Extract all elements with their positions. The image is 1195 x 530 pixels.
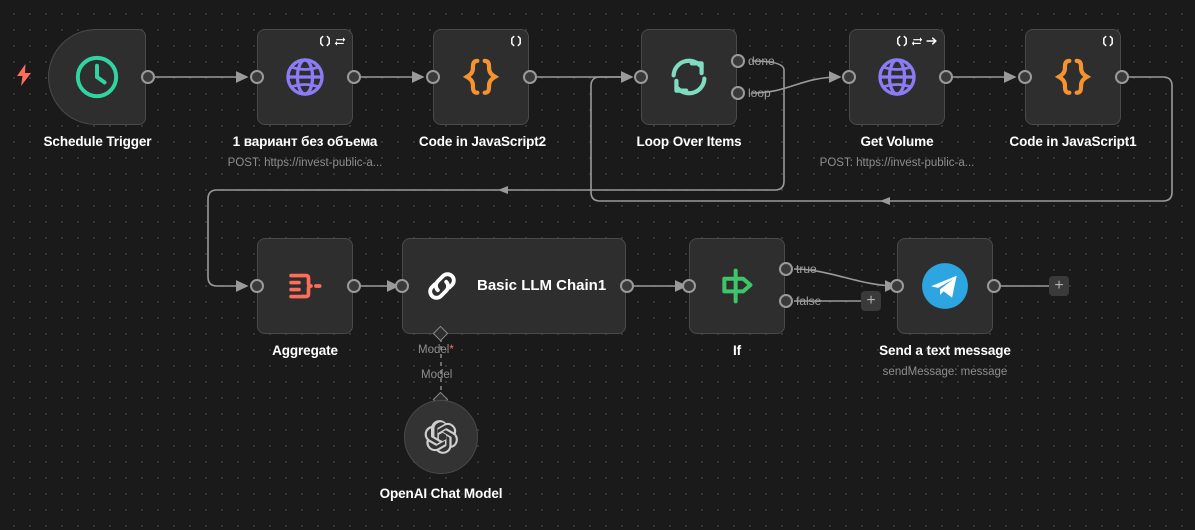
port-input-if[interactable] <box>682 279 696 293</box>
port-output-schedule-trigger[interactable] <box>141 70 155 84</box>
node-header-icons <box>896 35 938 47</box>
label-aggregate: Aggregate <box>272 343 338 358</box>
port-input-send-a-text-message[interactable] <box>890 279 904 293</box>
execute-once-icon[interactable] <box>1102 35 1114 47</box>
port-input-basic-llm-chain[interactable] <box>395 279 409 293</box>
label-model-required: Model* <box>418 344 454 356</box>
label-openai-chat-model: OpenAI Chat Model <box>379 486 503 501</box>
execute-once-icon[interactable] <box>896 35 908 47</box>
openai-icon <box>424 420 458 454</box>
subtitle-http-variant-no-volume: POST: https://invest-public-a... <box>227 157 383 169</box>
add-node-button-after-telegram[interactable]: + <box>1049 276 1069 296</box>
node-schedule-trigger[interactable] <box>48 29 146 125</box>
node-code-in-javascript-2[interactable] <box>433 29 529 125</box>
label-get-volume: Get Volume <box>860 134 934 149</box>
port-output-false[interactable] <box>779 294 793 308</box>
port-input-loop-over-items[interactable] <box>634 70 648 84</box>
port-output-loop[interactable] <box>731 86 745 100</box>
node-aggregate[interactable] <box>257 238 353 334</box>
port-input-http-variant[interactable] <box>250 70 264 84</box>
port-output-http-variant[interactable] <box>347 70 361 84</box>
label-basic-llm-chain-inline: Basic LLM Chain1 <box>477 276 607 294</box>
clock-icon <box>75 55 119 99</box>
port-output-send-a-text-message[interactable] <box>987 279 1001 293</box>
globe-icon <box>878 58 916 96</box>
node-if[interactable] <box>689 238 785 334</box>
node-http-variant-no-volume[interactable] <box>257 29 353 125</box>
node-header-icons <box>319 35 346 47</box>
add-node-button-if-false[interactable]: + <box>861 291 881 311</box>
node-openai-chat-model[interactable] <box>404 400 478 474</box>
port-input-get-volume[interactable] <box>842 70 856 84</box>
label-http-variant-no-volume: 1 вариант без объема <box>232 134 378 149</box>
port-output-done[interactable] <box>731 54 745 68</box>
execute-once-icon[interactable] <box>319 35 331 47</box>
code-braces-icon <box>462 58 500 95</box>
port-output-basic-llm-chain[interactable] <box>620 279 634 293</box>
label-if: If <box>732 343 742 358</box>
label-send-a-text-message: Send a text message <box>879 343 1011 358</box>
label-schedule-trigger: Schedule Trigger <box>43 134 152 149</box>
arrow-right-icon[interactable] <box>926 35 938 47</box>
trigger-bolt-icon <box>16 64 32 90</box>
signpost-icon <box>722 268 753 304</box>
chain-link-icon <box>428 272 456 300</box>
port-input-code-1[interactable] <box>1018 70 1032 84</box>
port-label-true: true <box>796 262 817 276</box>
node-code-in-javascript-1[interactable] <box>1025 29 1121 125</box>
code-braces-icon <box>1054 58 1092 95</box>
node-send-a-text-message[interactable] <box>897 238 993 334</box>
port-label-loop: loop <box>748 86 771 100</box>
port-label-false: false <box>796 294 822 308</box>
label-code-in-javascript-1: Code in JavaScript1 <box>1009 134 1137 149</box>
port-output-aggregate[interactable] <box>347 279 361 293</box>
subtitle-send-a-text-message: sendMessage: message <box>882 366 1008 378</box>
port-output-code-2[interactable] <box>523 70 537 84</box>
port-output-get-volume[interactable] <box>939 70 953 84</box>
execute-once-icon[interactable] <box>510 35 522 47</box>
node-get-volume[interactable] <box>849 29 945 125</box>
node-basic-llm-chain-1[interactable]: Basic LLM Chain1 <box>402 238 626 334</box>
port-input-code-2[interactable] <box>426 70 440 84</box>
telegram-icon <box>922 263 968 309</box>
retry-icon[interactable] <box>911 35 923 47</box>
node-header-icons <box>1102 35 1114 47</box>
node-header-icons <box>510 35 522 47</box>
port-label-done: done <box>748 54 775 68</box>
label-code-in-javascript-2: Code in JavaScript2 <box>418 134 547 149</box>
label-loop-over-items: Loop Over Items <box>636 134 742 149</box>
subtitle-get-volume: POST: https://invest-public-a... <box>819 157 975 169</box>
globe-icon <box>286 58 324 96</box>
label-model-sub: Model <box>421 369 453 381</box>
port-input-aggregate[interactable] <box>250 279 264 293</box>
aggregate-merge-icon <box>289 273 322 299</box>
node-loop-over-items[interactable] <box>641 29 737 125</box>
loop-refresh-icon <box>671 58 707 96</box>
port-output-code-1[interactable] <box>1115 70 1129 84</box>
retry-icon[interactable] <box>334 35 346 47</box>
port-output-true[interactable] <box>779 262 793 276</box>
